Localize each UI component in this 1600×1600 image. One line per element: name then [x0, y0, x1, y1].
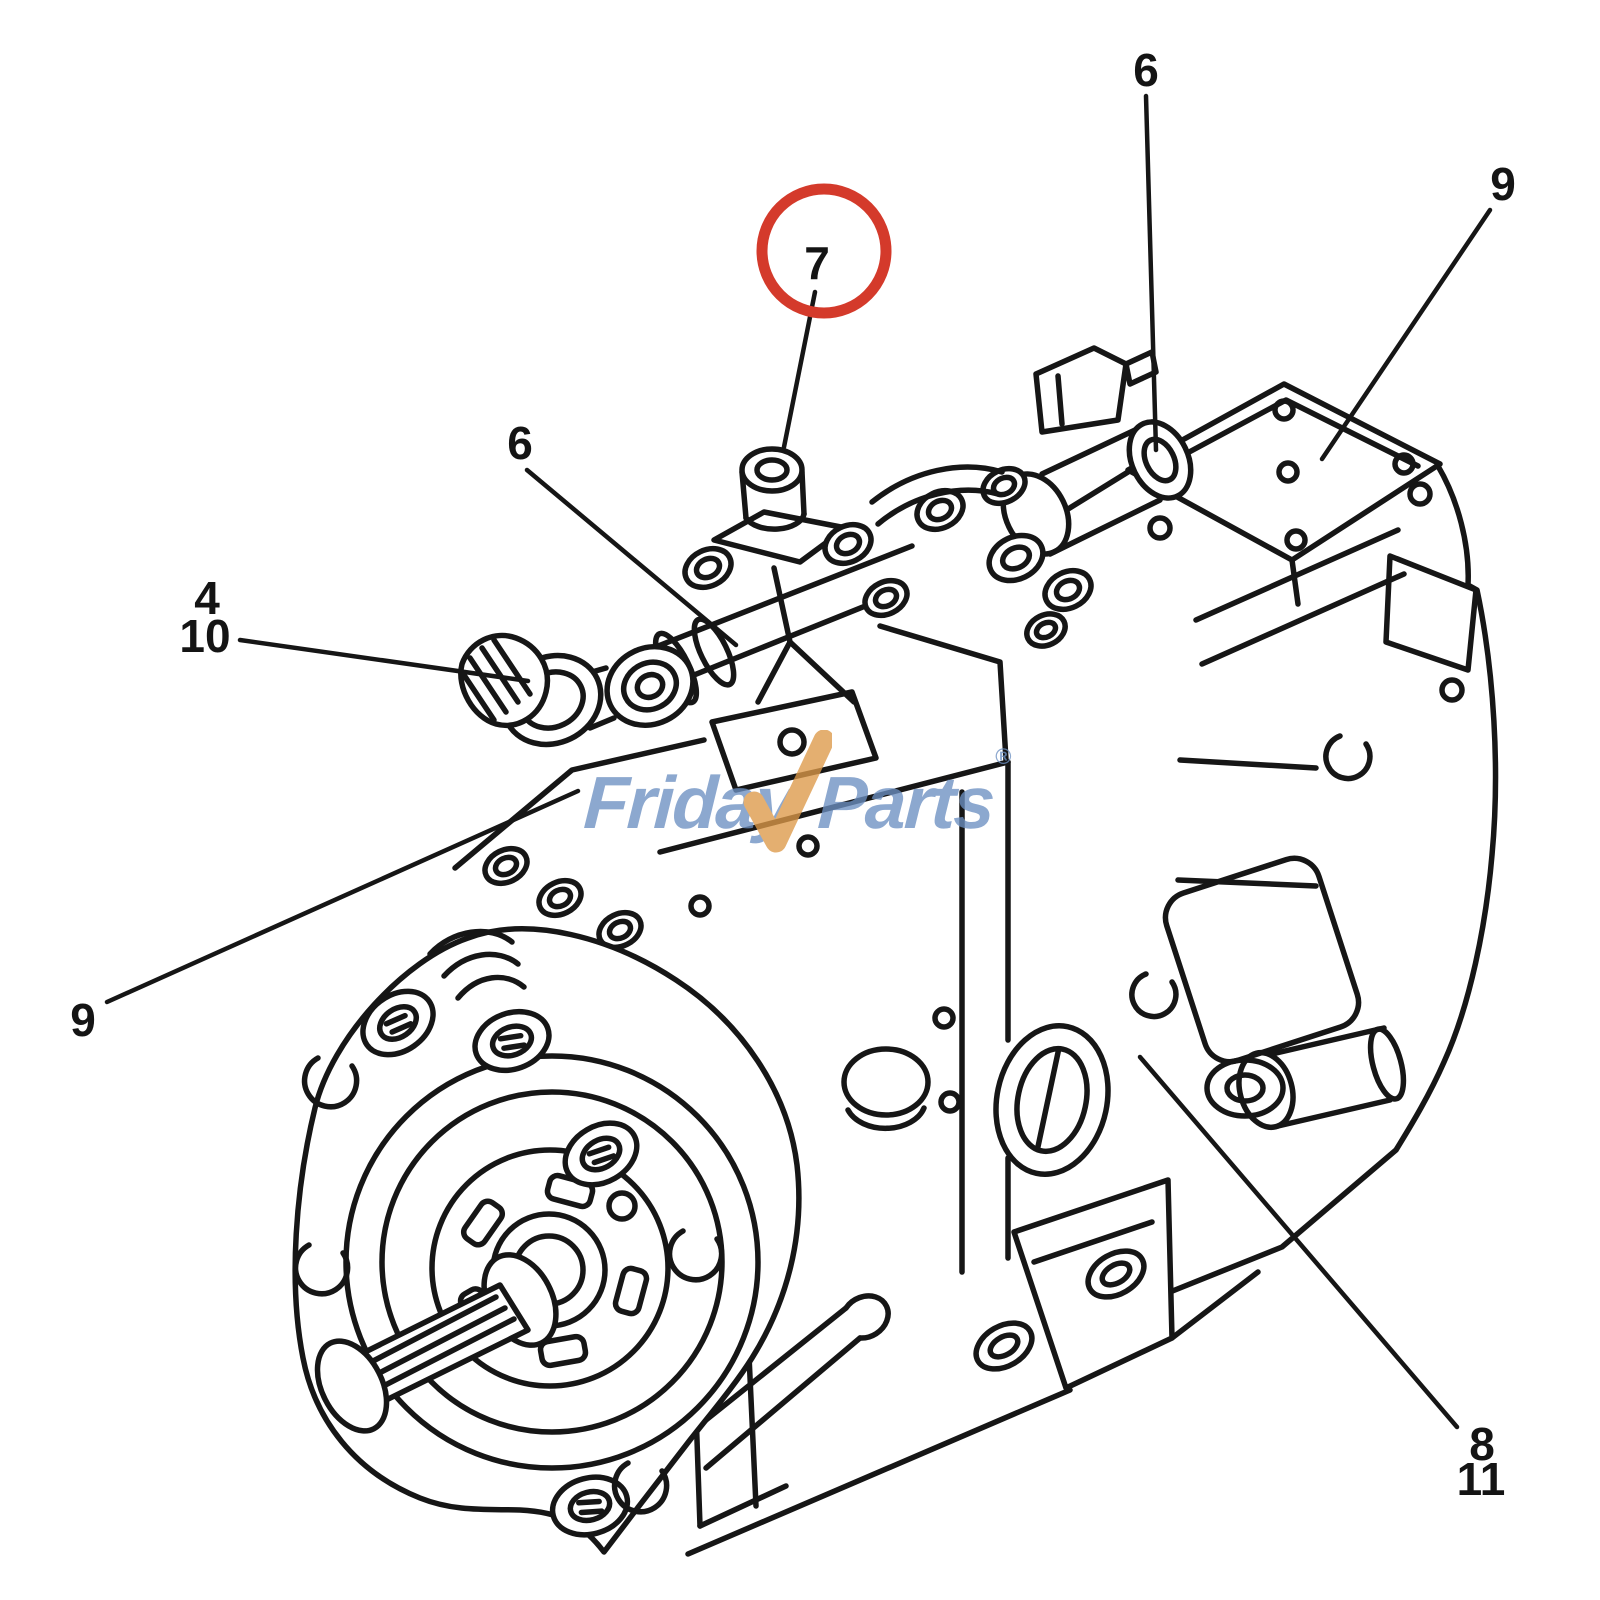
callout-8: 8 — [1469, 1418, 1495, 1470]
watermark-check-icon — [743, 730, 832, 853]
oval-port — [993, 1023, 1111, 1177]
rear-cover — [1125, 381, 1443, 607]
registered-mark-icon: ® — [995, 744, 1012, 769]
item-7-plug — [739, 446, 807, 532]
leader-lines — [104, 93, 1493, 1430]
callout-6-top: 6 — [1133, 44, 1159, 96]
callout-11: 11 — [1456, 1453, 1506, 1505]
leader-7 — [781, 289, 818, 450]
regulator-valve-assembly — [458, 446, 1094, 748]
highlight-circle — [756, 183, 892, 319]
watermark-brand-part2: Parts — [815, 760, 996, 844]
leader-9-left — [104, 788, 581, 1005]
leader-6-top — [1143, 93, 1159, 453]
drive-shaft — [314, 1252, 559, 1434]
leader-4-10 — [237, 637, 531, 684]
mounting-foot — [973, 1177, 1261, 1391]
leader-6-left — [524, 467, 739, 648]
gear-pump-front-cover — [292, 926, 802, 1555]
rear-pump-section — [1002, 463, 1499, 1295]
callout-9-left: 9 — [70, 994, 96, 1046]
leader-8-11 — [1137, 1054, 1460, 1430]
callout-9-top-right: 9 — [1490, 158, 1516, 210]
callout-10: 10 — [179, 610, 231, 662]
leader-9-top — [1319, 207, 1493, 462]
callout-7: 7 — [804, 237, 830, 289]
callout-6-left: 6 — [507, 417, 533, 469]
callout-4: 4 — [194, 572, 220, 624]
